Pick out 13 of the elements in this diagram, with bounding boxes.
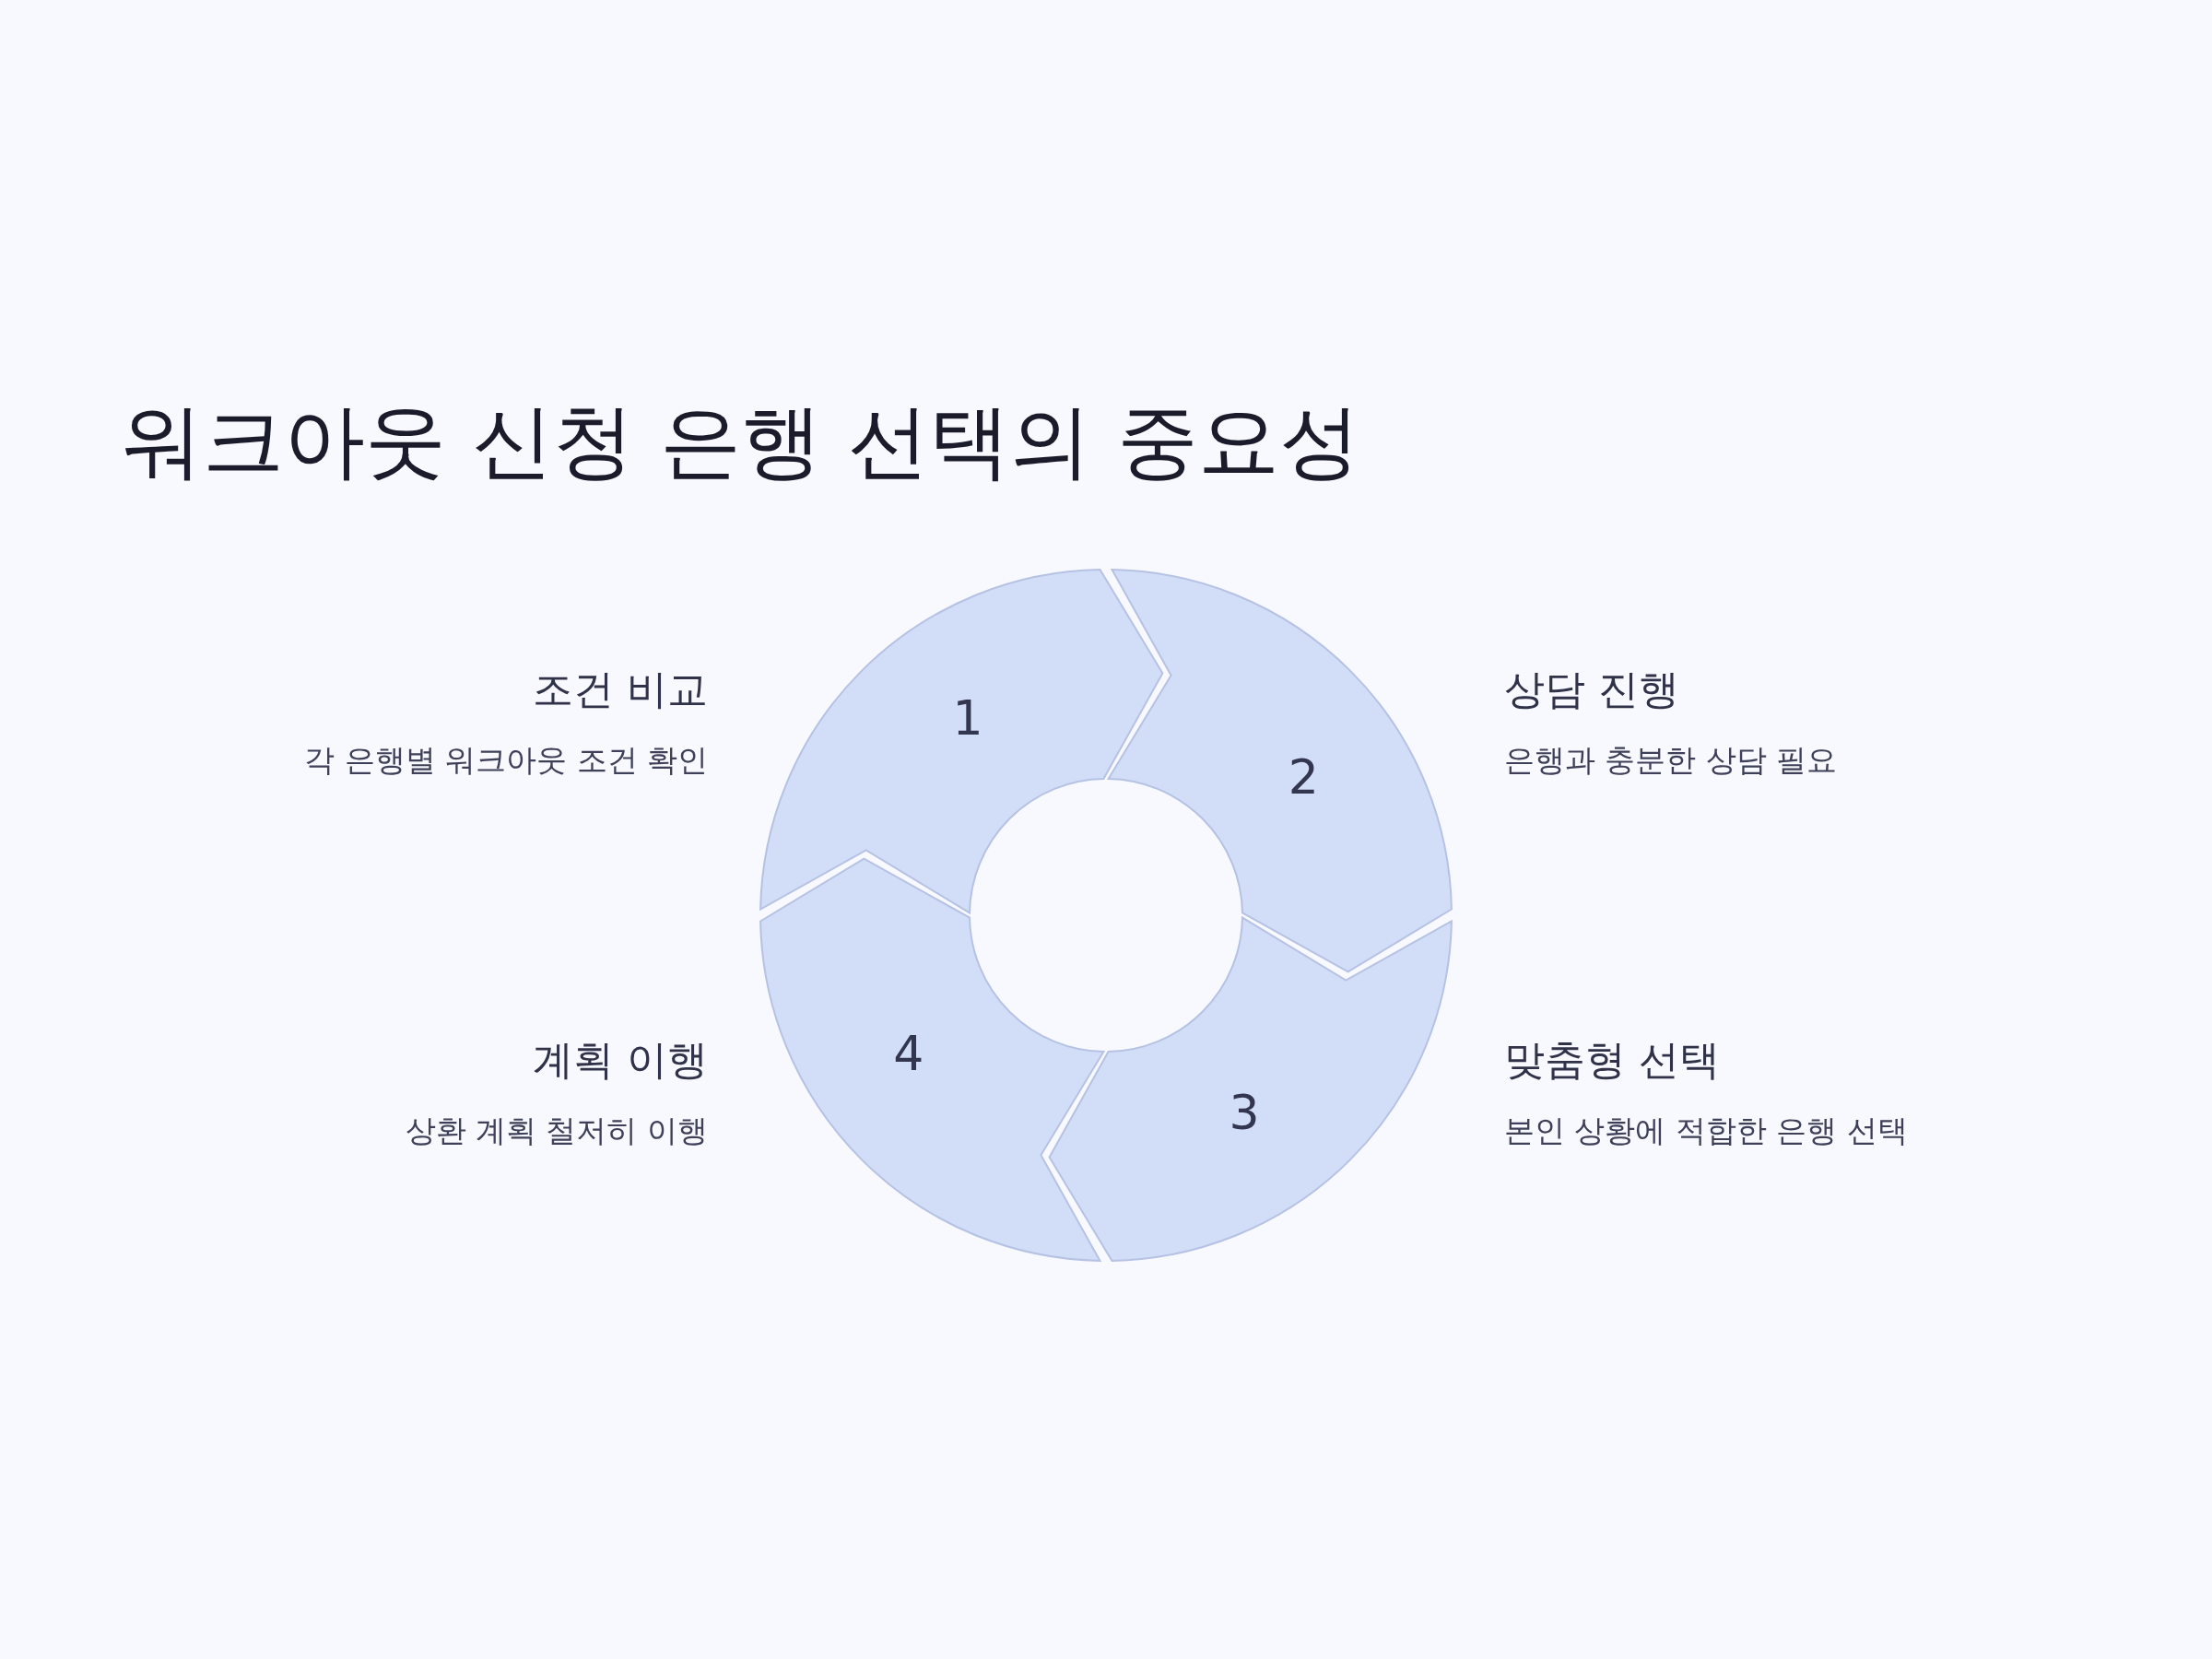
step-description: 상환 계획 철저히 이행: [405, 1112, 708, 1149]
step-number: 3: [1229, 1088, 1260, 1137]
step-number: 4: [893, 1030, 924, 1077]
step-description: 본인 상황에 적합한 은행 선택: [1504, 1112, 1908, 1149]
step-number: 2: [1288, 753, 1319, 801]
step-heading: 맞춤형 선택: [1504, 1036, 1720, 1085]
step-heading: 상담 진행: [1504, 665, 1679, 714]
step-description: 각 은행별 워크아웃 조건 확인: [304, 741, 708, 779]
step-number: 1: [952, 693, 983, 742]
title: 워크아웃 신청 은행 선택의 중요성: [122, 393, 1360, 490]
step-heading: 조건 비교: [533, 665, 708, 714]
step-description: 은행과 충분한 상담 필요: [1504, 741, 1838, 779]
step-heading: 계획 이행: [533, 1036, 708, 1085]
